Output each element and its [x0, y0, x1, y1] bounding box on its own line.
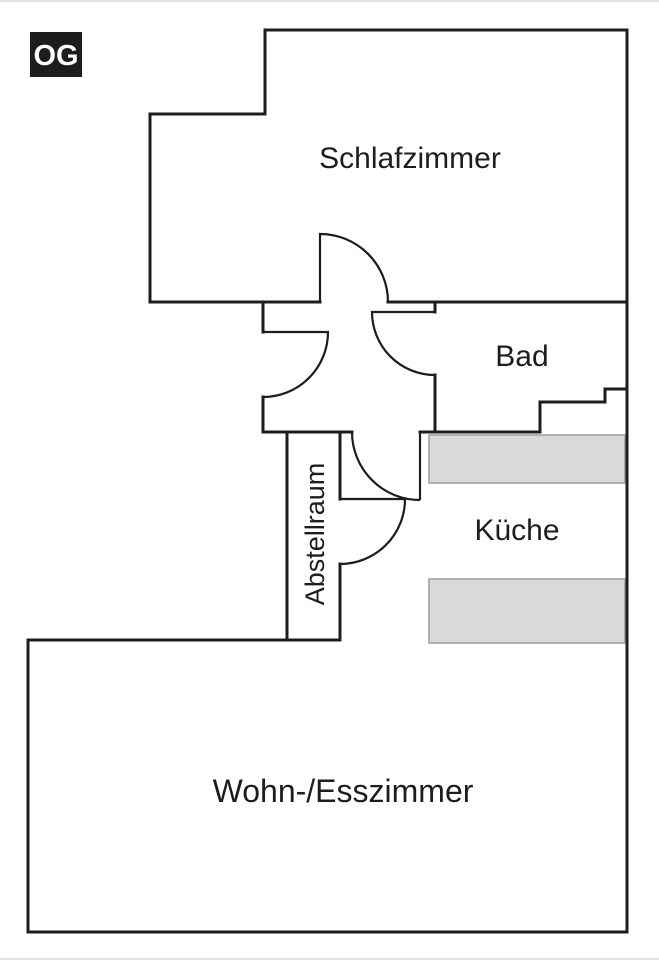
room-labels: Schlafzimmer Bad Küche Abstellraum Wohn-… — [213, 142, 560, 809]
door-arc-entrance — [262, 330, 330, 399]
floor-label-badge: OG — [30, 32, 82, 77]
floor-label-text: OG — [33, 40, 78, 72]
room-label-schlafzimmer: Schlafzimmer — [319, 142, 501, 175]
building-outline-wall — [26, 28, 629, 934]
kitchen-counter-bottom — [428, 578, 626, 644]
interior-wall-bad-bottom-step — [538, 387, 629, 434]
doors — [262, 232, 436, 566]
room-label-abstellraum: Abstellraum — [300, 463, 330, 606]
room-label-bad: Bad — [495, 340, 548, 373]
walls — [26, 28, 629, 934]
door-arc-bad — [370, 310, 436, 377]
door-arc-kueche — [350, 431, 421, 502]
room-label-kueche: Küche — [474, 514, 559, 547]
door-arc-schlafzimmer — [318, 232, 390, 303]
door-arc-abstellraum — [339, 497, 407, 566]
kitchen-counter-top — [428, 434, 626, 484]
kitchen-counters — [428, 434, 626, 644]
room-label-wohn-esszimmer: Wohn-/Esszimmer — [213, 773, 474, 809]
floor-label-background — [30, 32, 82, 77]
